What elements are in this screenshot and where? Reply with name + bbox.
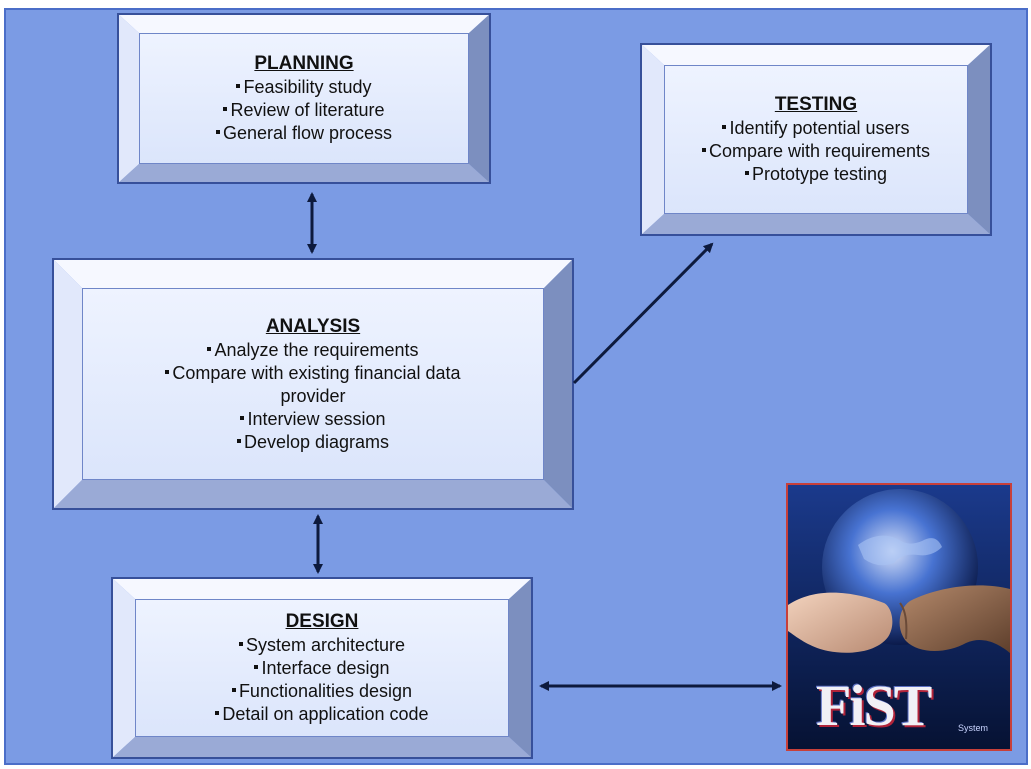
testing-item: Prototype testing [744,163,887,186]
testing-box: TESTING Identify potential users Compare… [640,43,992,236]
planning-item: Review of literature [223,99,385,122]
analysis-item: Interview session [240,408,386,431]
planning-box: PLANNING Feasibility study Review of lit… [117,13,491,184]
bullet-icon [238,642,243,647]
analysis-box: ANALYSIS Analyze the requirements Compar… [52,258,574,510]
planning-title: PLANNING [254,53,354,74]
bullet-icon [236,438,241,443]
analysis-item: Develop diagrams [236,431,389,454]
design-item: Detail on application code [215,703,429,726]
bullet-icon [215,130,220,135]
testing-title: TESTING [774,94,858,115]
bullet-icon [165,369,170,374]
planning-item: General flow process [215,122,392,145]
bullet-icon [701,148,706,153]
design-item: Interface design [254,657,390,680]
analysis-item: Compare with existing financial data [165,362,461,385]
fist-logo-subtext: System [957,723,988,733]
bullet-icon [207,346,212,351]
bullet-icon [744,171,749,176]
bullet-icon [254,665,259,670]
bullet-icon [722,125,727,130]
analysis-title: ANALYSIS [265,315,361,337]
planning-item: Feasibility study [236,76,372,99]
globe-fists-illustration [788,485,1010,749]
design-title: DESIGN [285,611,359,632]
bullet-icon [240,415,245,420]
testing-item: Compare with requirements [701,140,930,163]
design-item: Functionalities design [231,680,412,703]
testing-item: Identify potential users [722,117,910,140]
analysis-item: Analyze the requirements [207,339,419,362]
analysis-item-continued: provider [280,385,346,406]
bullet-icon [236,84,241,89]
design-box: DESIGN System architecture Interface des… [111,577,533,759]
bullet-icon [215,711,220,716]
design-item: System architecture [238,634,405,657]
fist-logo-image: FiST System [786,483,1012,751]
bullet-icon [231,688,236,693]
fist-logo-text: FiST [816,673,932,738]
bullet-icon [223,107,228,112]
